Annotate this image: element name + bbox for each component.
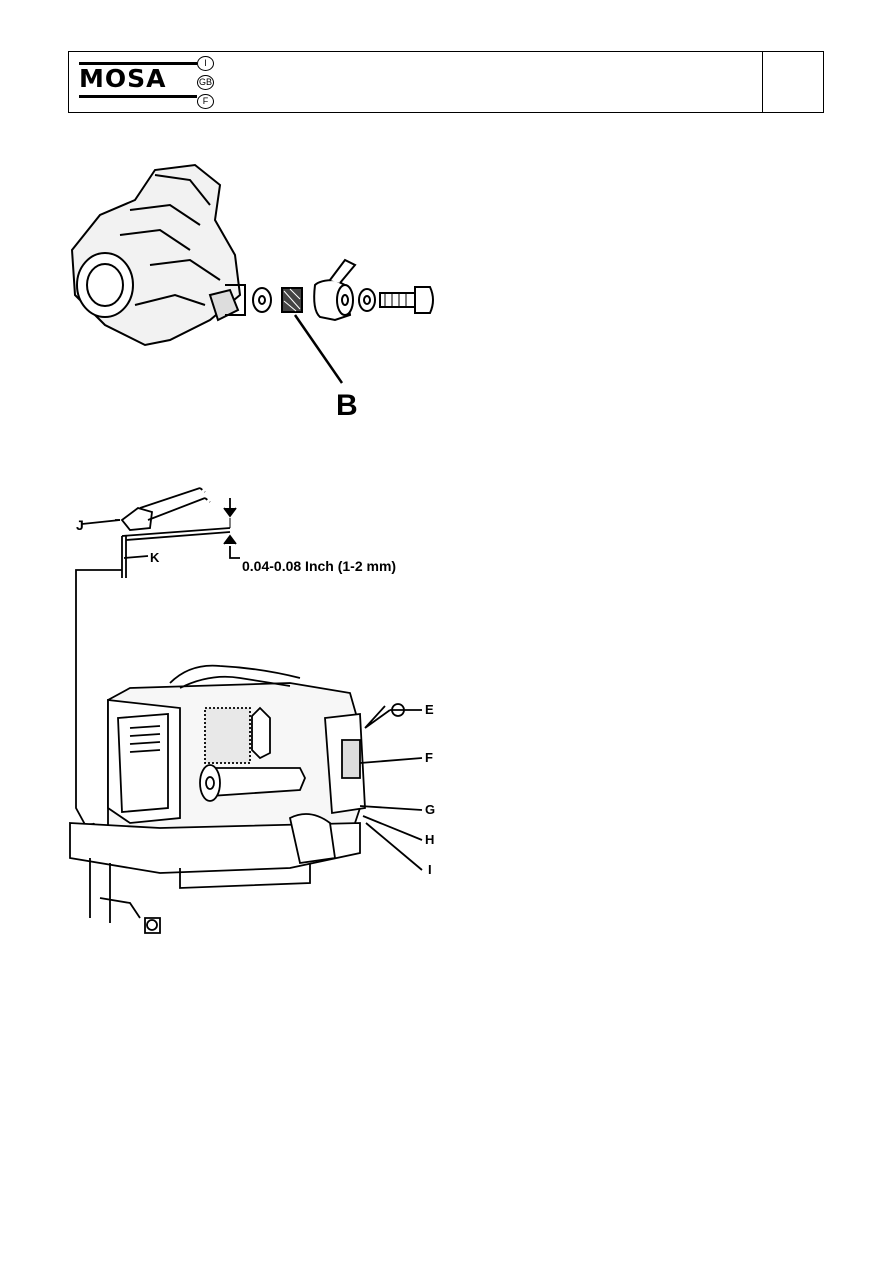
carburetor-illustration: B — [60, 155, 450, 425]
callout-label-e: E — [425, 702, 434, 717]
header-divider — [762, 52, 763, 112]
document-header: MOSA I GB F — [68, 51, 824, 113]
engine-governor-illustration: J K 0.04-0.08 Inch (1-2 mm) E F G H I — [60, 478, 450, 948]
callout-label-g: G — [425, 802, 435, 817]
callout-label-j: J — [76, 517, 84, 533]
language-badge-english: GB — [197, 75, 214, 90]
callout-label-i: I — [428, 862, 432, 877]
language-badge-italian: I — [197, 56, 214, 71]
callout-label-k: K — [150, 550, 160, 565]
gap-specification: 0.04-0.08 Inch (1-2 mm) — [242, 558, 396, 574]
logo-bar-bottom — [79, 95, 197, 98]
mosa-logo: MOSA — [79, 62, 197, 92]
callout-label-h: H — [425, 832, 434, 847]
language-badge-french: F — [197, 94, 214, 109]
logo-text: MOSA — [79, 66, 166, 91]
callout-label-b: B — [336, 389, 358, 422]
callout-label-f: F — [425, 750, 433, 765]
